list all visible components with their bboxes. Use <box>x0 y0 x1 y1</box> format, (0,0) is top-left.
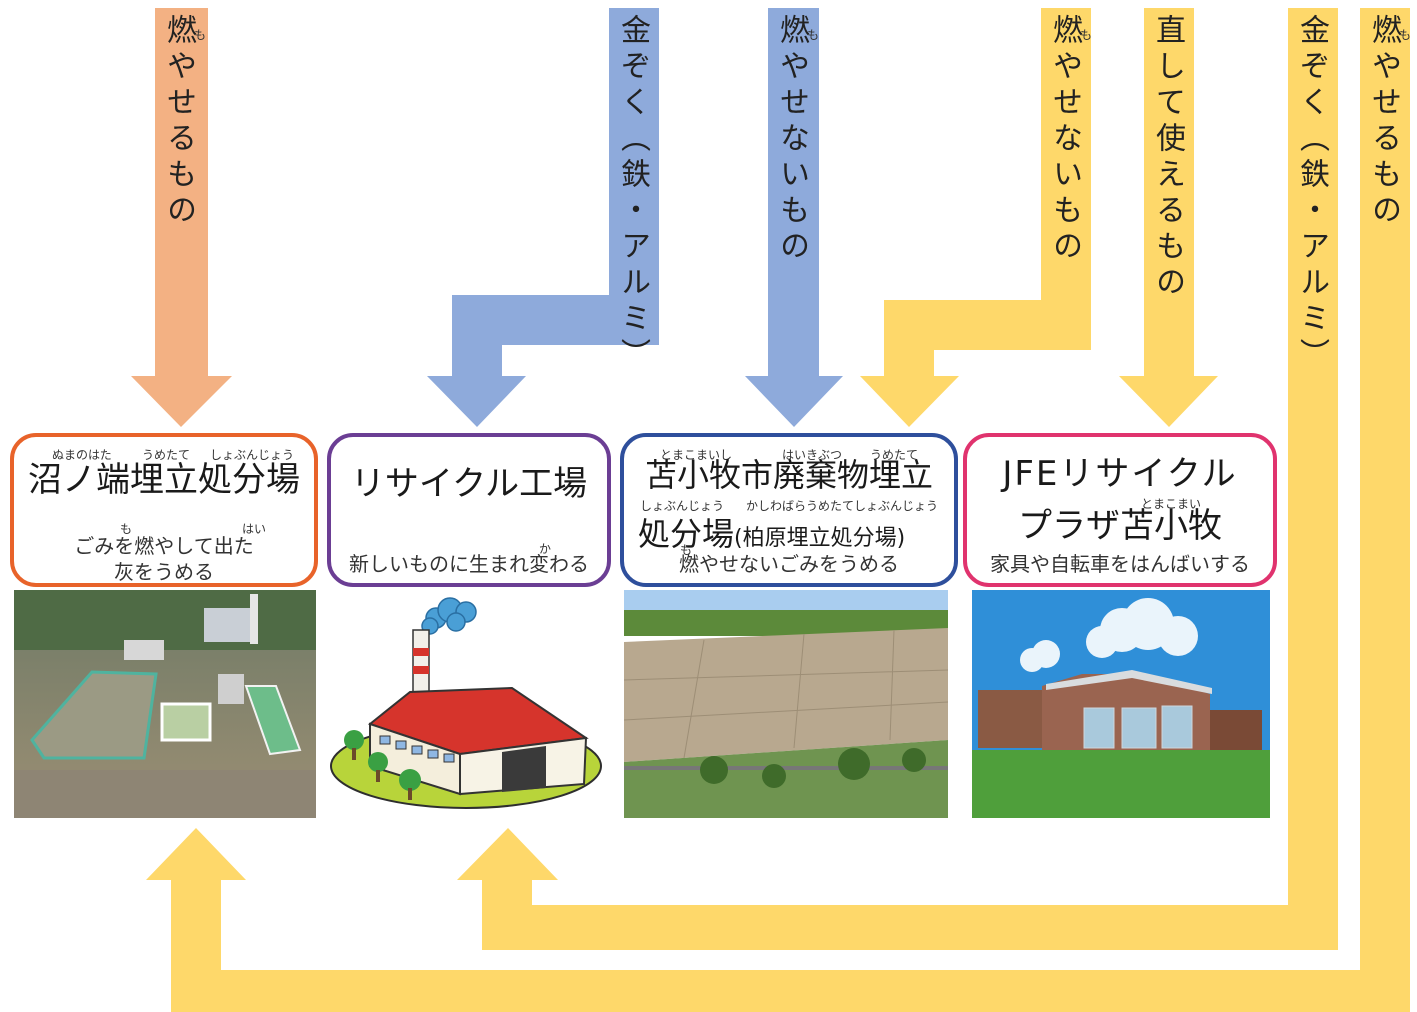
title-ruby: しょぶんじょう <box>210 448 295 462</box>
flow-label-ruby: も <box>1080 28 1093 42</box>
landfill-site-photo <box>624 590 948 818</box>
repairable-arrow <box>1119 8 1218 427</box>
flow-label-metal-right: 金ぞく（鉄・アルミ） <box>1294 14 1329 374</box>
facility-title: リサイクル工場 <box>350 464 588 504</box>
title-ruby: うめたて <box>142 448 191 462</box>
flow-label-ruby: も <box>1399 28 1412 42</box>
desc-ruby: はい <box>242 522 267 536</box>
facility-title: 沼ノ端埋立処分場 <box>28 460 300 500</box>
facility-description: 燃やせないごみをうめる <box>679 552 899 576</box>
nonburnable-arrow-center <box>745 8 843 427</box>
facility-jfe-recycle-plaza: JFEリサイクル とまこまい プラザ苫小牧 家具や自転車をはんばいする <box>963 433 1277 587</box>
desc-ruby: も <box>120 522 133 536</box>
flow-label-ruby: も <box>807 28 820 42</box>
nonburnable-arrow-right <box>860 8 1091 427</box>
facility-recycle-factory: リサイクル工場 か 新しいものに生まれ変わる <box>327 433 611 587</box>
desc-ruby: も <box>680 543 693 557</box>
flow-label-repairable: 直して使えるもの <box>1150 14 1185 302</box>
facility-title-line1: JFEリサイクル <box>1002 454 1238 494</box>
title-ruby: とまこまいし <box>660 448 733 462</box>
recycle-plaza-building-photo <box>972 590 1270 818</box>
flow-label-burnable: 燃やせるもの <box>161 14 196 230</box>
facility-title-sub: (柏原埋立処分場) <box>734 526 906 551</box>
title-ruby: かしわばらうめたてしょぶんじょう <box>746 499 939 513</box>
aerial-landfill-photo <box>14 590 316 818</box>
title-ruby: うめたて <box>870 448 919 462</box>
flow-label-burnable-right: 燃やせるもの <box>1366 14 1401 230</box>
facility-title-line2: 処分場 <box>638 515 735 553</box>
title-ruby: しょぶんじょう <box>640 499 725 513</box>
flow-label-ruby: も <box>194 28 207 42</box>
facility-tomakomai-landfill: とまこまいし はいきぶつ うめたて 苫小牧市廃棄物埋立 しょぶんじょう かしわば… <box>620 433 958 587</box>
facility-description: 家具や自転車をはんばいする <box>990 552 1250 576</box>
factory-illustration <box>326 590 608 818</box>
flow-label-nonburnable-right: 燃やせないもの <box>1047 14 1082 266</box>
title-ruby: ぬまのはた <box>52 448 112 462</box>
desc-ruby: か <box>539 542 552 556</box>
burnable-arrow <box>131 8 232 427</box>
tree-icon <box>344 730 421 800</box>
facility-title-line2: プラザ苫小牧 <box>1018 506 1222 546</box>
facility-description: ごみを燃やして出た灰をうめる <box>74 534 254 584</box>
title-ruby: はいきぶつ <box>782 448 843 462</box>
flow-label-metal-center: 金ぞく（鉄・アルミ） <box>615 14 650 374</box>
title-ruby: とまこまい <box>1141 497 1202 511</box>
facility-numanohata: ぬまのはた うめたて しょぶんじょう 沼ノ端埋立処分場 も はい ごみを燃やして… <box>10 433 318 587</box>
facility-title-line1: 苫小牧市廃棄物埋立 <box>644 456 933 494</box>
metal-arrow-center <box>427 8 659 427</box>
flow-label-nonburnable-center: 燃やせないもの <box>774 14 809 266</box>
facility-title-line2-wrap: 処分場(柏原埋立処分場) <box>638 509 905 555</box>
facility-description: 新しいものに生まれ変わる <box>349 552 589 576</box>
